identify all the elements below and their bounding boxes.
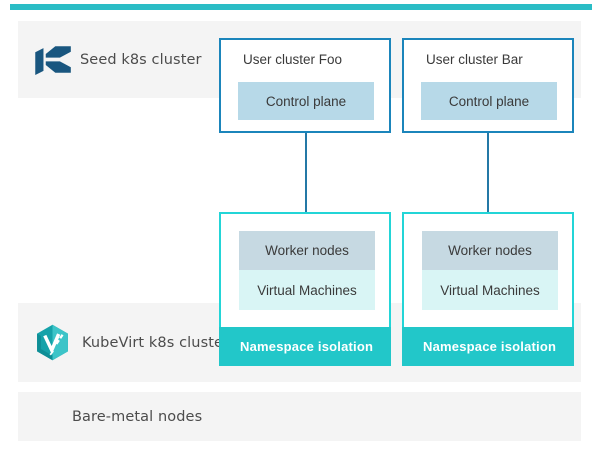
isolation-box-foo: Worker nodes Virtual Machines Namespace …: [219, 212, 391, 366]
kubermatic-logo-icon: [35, 44, 72, 75]
worker-nodes-bar: Worker nodes: [422, 231, 558, 270]
user-cluster-foo-title: User cluster Foo: [243, 52, 343, 67]
user-cluster-bar-title: User cluster Bar: [426, 52, 523, 67]
kubevirt-cluster-label: KubeVirt k8s cluster: [82, 334, 230, 351]
virtual-machines-bar: Virtual Machines: [422, 270, 558, 310]
baremetal-label: Bare-metal nodes: [72, 408, 203, 425]
baremetal-band: Bare-metal nodes: [18, 392, 581, 441]
connector-line-bar: [487, 133, 489, 212]
control-plane-bar: Control plane: [421, 82, 557, 120]
worker-nodes-foo: Worker nodes: [239, 231, 375, 270]
user-cluster-bar-box: User cluster Bar Control plane: [402, 38, 574, 133]
seed-cluster-label: Seed k8s cluster: [80, 51, 202, 68]
kubevirt-logo-icon: [34, 324, 71, 361]
namespace-isolation-bar: Namespace isolation: [402, 327, 574, 366]
virtual-machines-foo: Virtual Machines: [239, 270, 375, 310]
namespace-isolation-foo: Namespace isolation: [219, 327, 391, 366]
connector-line-foo: [305, 133, 307, 212]
isolation-box-bar: Worker nodes Virtual Machines Namespace …: [402, 212, 574, 366]
user-cluster-foo-box: User cluster Foo Control plane: [219, 38, 391, 133]
control-plane-foo: Control plane: [238, 82, 374, 120]
top-accent-bar: [10, 4, 592, 10]
